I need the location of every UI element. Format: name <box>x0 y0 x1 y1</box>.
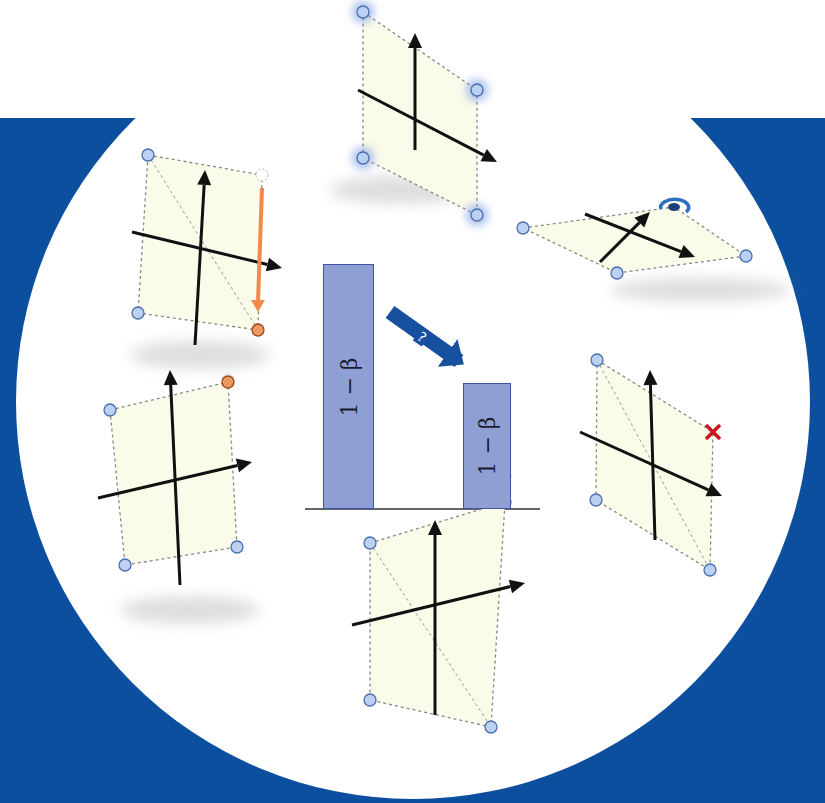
vertex-dot <box>590 494 602 506</box>
axis-line <box>434 535 437 715</box>
vertex-dot <box>357 152 369 164</box>
removed-vertex-cross <box>706 425 720 439</box>
axis-arrowhead <box>266 258 282 272</box>
axis-arrowhead <box>643 370 657 385</box>
plane-sheet <box>523 207 746 273</box>
panel-shadow <box>130 341 270 369</box>
vertex-dot <box>591 354 603 366</box>
axis-line <box>171 385 180 585</box>
axis-arrowhead <box>480 149 497 162</box>
axis-arrowhead <box>509 580 525 594</box>
vertex-glow <box>352 147 374 169</box>
plane-panel <box>130 149 282 369</box>
axis-line <box>132 232 267 264</box>
chart-bar: 1 − β <box>463 383 511 509</box>
white-disc <box>16 5 810 799</box>
dashed-diagonal <box>148 155 258 330</box>
axis-arrowhead <box>164 370 178 385</box>
axis-line <box>195 185 204 345</box>
axis-line <box>414 48 417 150</box>
bar-label: 1 − β <box>336 357 361 416</box>
axis-arrowhead <box>408 33 422 48</box>
plane-panel <box>517 199 790 302</box>
chart-bar: 1 − β <box>323 264 374 509</box>
rotating-vertex <box>668 203 680 211</box>
vertex-glow <box>352 1 374 23</box>
vertex-dot <box>611 267 623 279</box>
axis-arrowhead <box>236 459 252 473</box>
moved-vertex <box>252 324 264 336</box>
vertex-glow <box>466 204 488 226</box>
vertex-dot <box>231 541 243 553</box>
vertex-dot <box>471 209 483 221</box>
transition-arrow <box>390 312 459 361</box>
ghost-vertex <box>256 169 268 181</box>
vertex-dot <box>364 537 376 549</box>
axis-line <box>585 214 681 252</box>
vertex-dot <box>485 721 497 733</box>
axis-line <box>352 587 510 625</box>
dashed-diagonal <box>370 543 491 727</box>
plane-panel <box>330 1 497 226</box>
panel-shadow <box>610 278 790 302</box>
rotation-icon <box>661 199 689 212</box>
vertex-dot <box>119 559 131 571</box>
axis-arrowhead <box>197 170 211 185</box>
axis-line <box>358 90 484 155</box>
panel-shadow <box>120 596 260 624</box>
move-arrow <box>258 188 262 302</box>
vertex-dot <box>142 149 154 161</box>
vertex-glow <box>466 79 488 101</box>
move-arrowhead <box>251 300 265 312</box>
axis-arrowhead <box>428 520 442 535</box>
vertex-dot <box>740 250 752 262</box>
moved-vertex <box>222 376 234 388</box>
plane-sheet <box>363 12 477 215</box>
plane-panel <box>580 354 722 576</box>
axis-arrowhead <box>678 245 695 258</box>
axis-arrowhead <box>634 212 650 228</box>
plane-panel <box>98 370 260 624</box>
vertex-dot <box>104 404 116 416</box>
vertex-dot <box>471 84 483 96</box>
axis-line <box>98 465 237 498</box>
axis-arrowhead <box>705 483 722 496</box>
bar-label: 1 − β <box>475 416 500 475</box>
vertex-dot <box>704 564 716 576</box>
vertex-dot <box>517 222 529 234</box>
axis-line <box>580 432 708 490</box>
vertex-dot <box>357 6 369 18</box>
vertex-dot <box>132 307 144 319</box>
vertex-dot <box>364 694 376 706</box>
